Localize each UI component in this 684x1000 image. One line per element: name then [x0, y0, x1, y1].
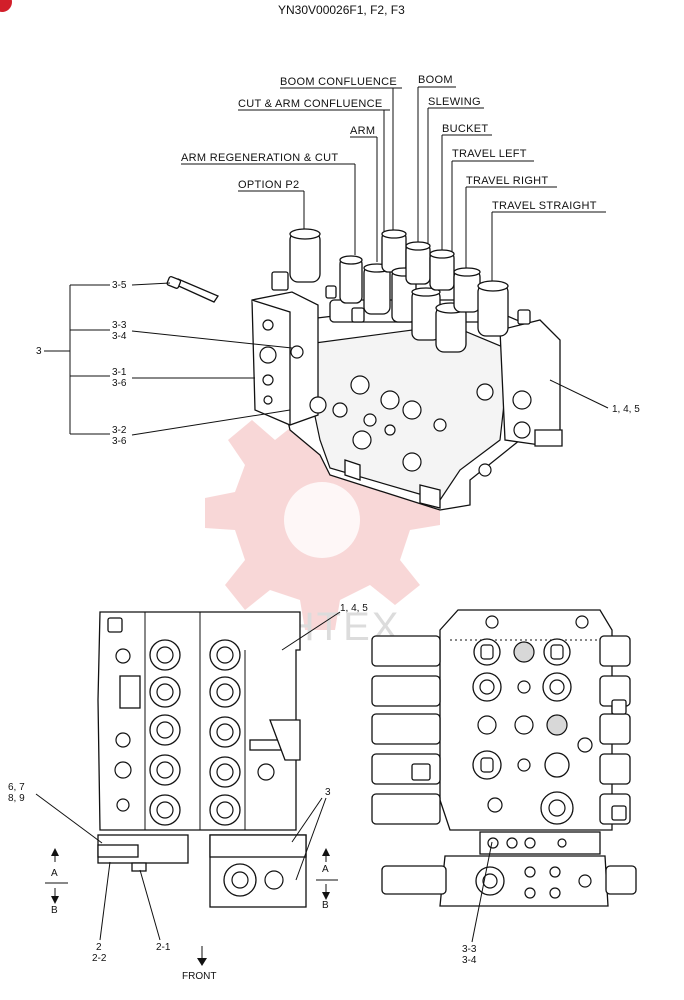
callout-3-4-side: 3-4	[462, 955, 477, 966]
callout-3-6-lower: 3-6	[112, 436, 127, 447]
callout-6-7: 6, 7	[8, 782, 25, 793]
function-labels: BOOM CONFLUENCE BOOM CUT & ARM CONFLUENC…	[181, 74, 606, 213]
callout-3-5: 3-5	[112, 280, 127, 291]
section-b-left: B	[51, 905, 58, 916]
callout-2-1: 2-1	[156, 942, 171, 953]
callout-3-6: 3-6	[112, 378, 127, 389]
callout-3-1: 3-1	[112, 367, 127, 378]
corner-mark	[0, 0, 12, 12]
leader-1-4-5-top	[549, 379, 609, 409]
section-a-right: A	[322, 864, 329, 875]
front-label: FRONT	[182, 971, 216, 982]
top-view-callouts: 1, 4, 5 6, 7 8, 9 3 A B A B 2 2-2 2-1 FR…	[8, 603, 368, 982]
callout-8-9: 8, 9	[8, 793, 25, 804]
label-boom: BOOM	[418, 74, 453, 86]
callout-1-4-5-top: 1, 4, 5	[612, 404, 640, 415]
label-slewing: SLEWING	[428, 96, 481, 108]
side-view-callouts: 3-3 3-4	[462, 841, 493, 966]
callout-3-top-view: 3	[325, 787, 331, 798]
document-code: YN30V00026F1, F2, F3	[278, 3, 405, 17]
label-cut-arm-confluence: CUT & ARM CONFLUENCE	[238, 98, 383, 110]
section-a-left: A	[51, 868, 58, 879]
label-boom-confluence: BOOM CONFLUENCE	[280, 76, 397, 88]
callout-3-2: 3-2	[112, 425, 127, 436]
callout-3: 3	[36, 346, 42, 357]
callout-1-4-5-mid: 1, 4, 5	[340, 603, 368, 614]
callout-3-3-side: 3-3	[462, 944, 477, 955]
label-arm-regeneration-cut: ARM REGENERATION & CUT	[181, 152, 338, 164]
label-travel-right: TRAVEL RIGHT	[466, 175, 548, 187]
callout-2: 2	[96, 942, 102, 953]
section-b-right: B	[322, 900, 329, 911]
control-valve-isometric	[251, 228, 563, 511]
label-travel-straight: TRAVEL STRAIGHT	[492, 200, 597, 212]
valve-top-view	[97, 611, 307, 908]
spool-caps	[289, 228, 509, 353]
left-callouts: 3 3-5 3-3 3-4 3-1 3-6 3-2 3-6	[36, 280, 293, 447]
bolt-3-5	[166, 275, 219, 303]
label-arm: ARM	[350, 125, 375, 137]
label-leaders	[303, 87, 493, 288]
valve-side-view	[371, 609, 637, 907]
label-option-p2: OPTION P2	[238, 179, 299, 191]
callout-2-2: 2-2	[92, 953, 107, 964]
callout-3-3: 3-3	[112, 320, 127, 331]
label-bucket: BUCKET	[442, 123, 488, 135]
callout-3-4: 3-4	[112, 331, 127, 342]
label-travel-left: TRAVEL LEFT	[452, 148, 527, 160]
